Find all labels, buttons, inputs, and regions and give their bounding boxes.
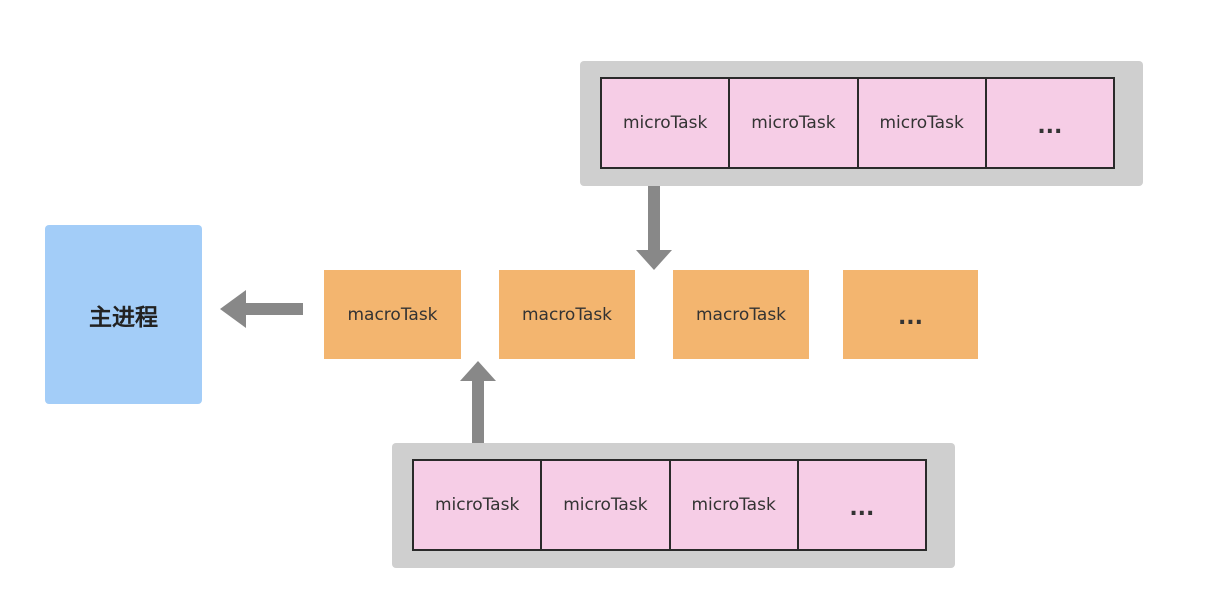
micro-task-cell-more: ... bbox=[987, 79, 1113, 167]
main-process-box: 主进程 bbox=[45, 225, 202, 404]
macro-task-3: macroTask bbox=[673, 270, 809, 359]
arrow-top-micro-to-macro bbox=[636, 185, 672, 270]
micro-task-label: microTask bbox=[563, 495, 648, 515]
macro-task-ellipsis: ... bbox=[897, 305, 924, 330]
top-micro-queue: microTask microTask microTask ... bbox=[600, 77, 1115, 169]
arrow-bottom-micro-to-macro bbox=[460, 361, 496, 444]
arrow-to-main-process bbox=[220, 290, 303, 328]
micro-task-label: microTask bbox=[751, 113, 836, 133]
micro-task-label: microTask bbox=[879, 113, 964, 133]
macro-task-label: macroTask bbox=[521, 304, 613, 325]
micro-task-cell: microTask bbox=[602, 79, 731, 167]
macro-task-label: macroTask bbox=[695, 304, 787, 325]
micro-task-label: microTask bbox=[691, 495, 776, 515]
micro-task-cell: microTask bbox=[730, 79, 859, 167]
micro-task-cell: microTask bbox=[859, 79, 987, 167]
bottom-micro-queue: microTask microTask microTask ... bbox=[412, 459, 927, 551]
micro-task-ellipsis: ... bbox=[849, 495, 875, 521]
micro-task-cell: microTask bbox=[542, 461, 671, 549]
macro-task-2: macroTask bbox=[499, 270, 635, 359]
micro-task-cell: microTask bbox=[414, 461, 543, 549]
main-process-label: 主进程 bbox=[89, 304, 158, 331]
micro-task-label: microTask bbox=[434, 495, 520, 515]
micro-task-ellipsis: ... bbox=[1037, 113, 1063, 139]
micro-task-label: microTask bbox=[622, 113, 708, 133]
micro-task-cell-more: ... bbox=[799, 461, 925, 549]
macro-task-more: ... bbox=[843, 270, 978, 359]
micro-task-cell: microTask bbox=[671, 461, 799, 549]
macro-task-1: macroTask bbox=[324, 270, 461, 359]
macro-task-label: macroTask bbox=[347, 304, 438, 325]
